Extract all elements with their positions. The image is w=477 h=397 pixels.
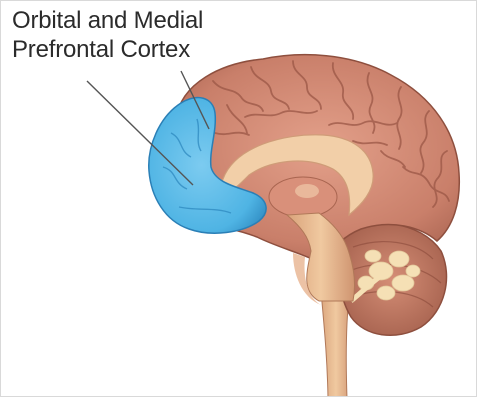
region-label: Orbital and Medial Prefrontal Cortex xyxy=(12,6,203,64)
region-label-line-1: Orbital and Medial xyxy=(12,6,203,35)
region-label-line-2: Prefrontal Cortex xyxy=(12,35,203,64)
thalamus-detail xyxy=(295,184,319,198)
